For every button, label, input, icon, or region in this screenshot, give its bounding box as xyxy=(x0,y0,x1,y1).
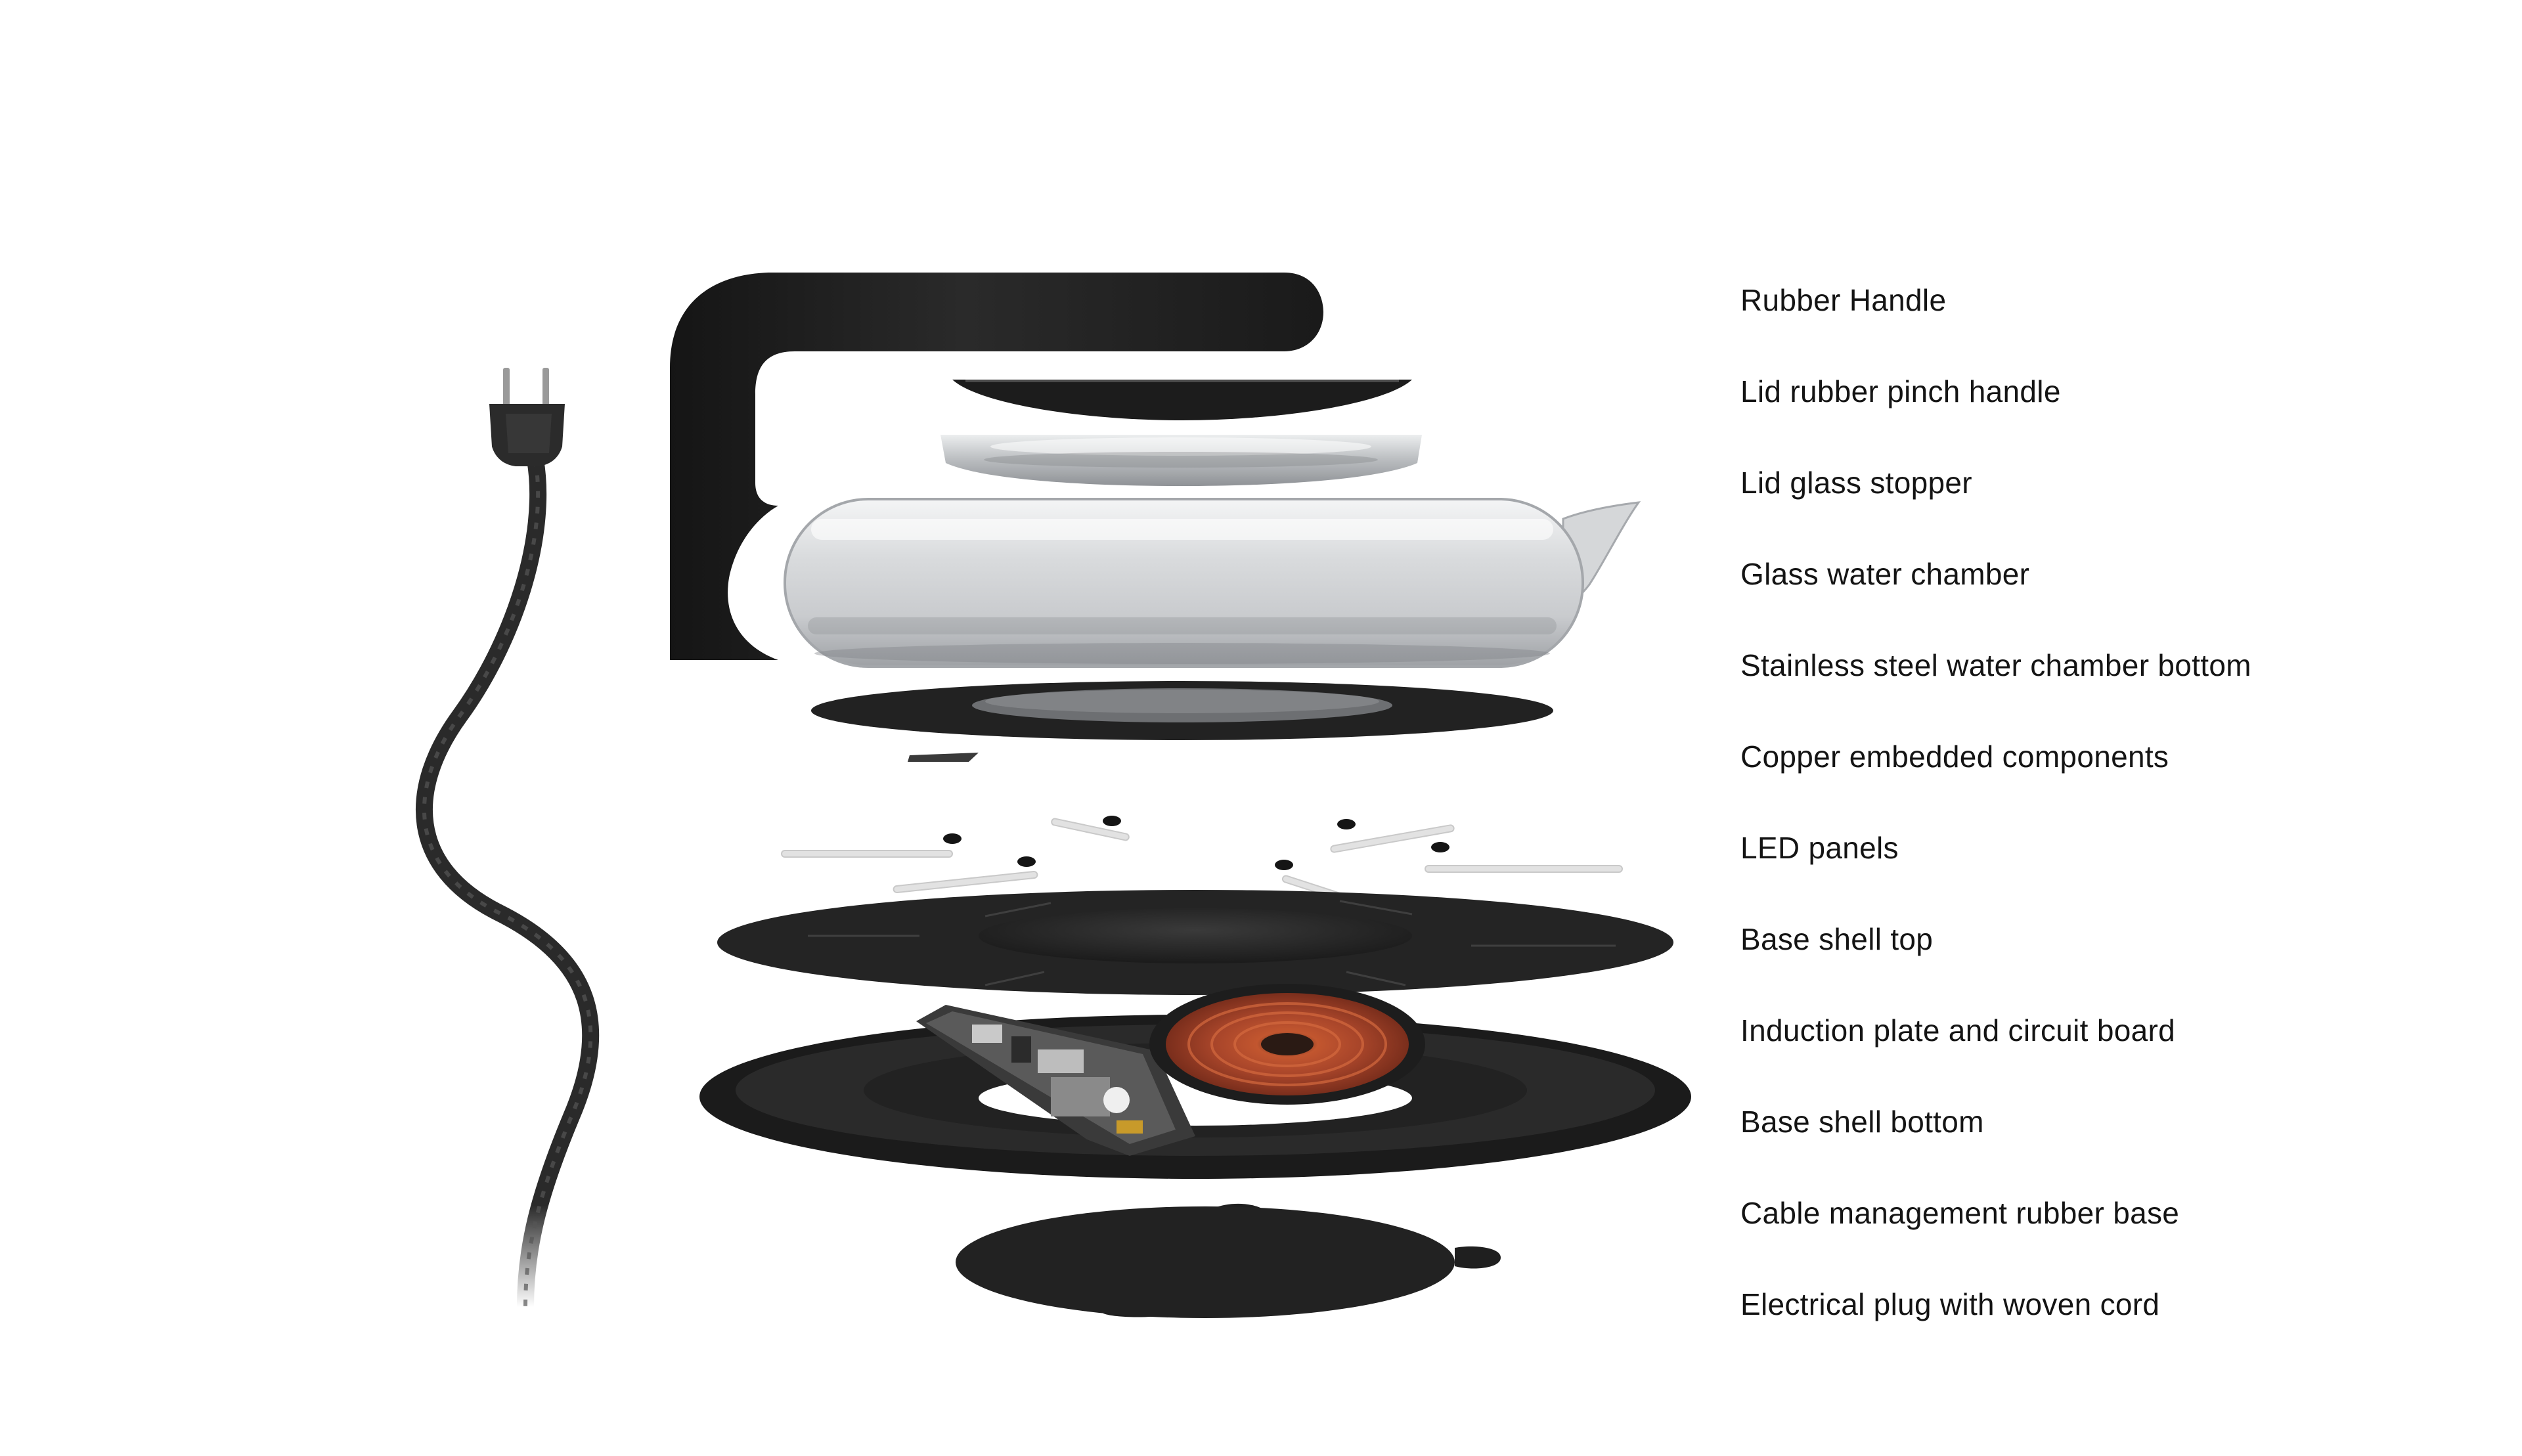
label-base-shell-top: Base shell top xyxy=(1740,922,1934,956)
rubber-handle xyxy=(670,273,1323,660)
label-glass-water-chamber: Glass water chamber xyxy=(1740,557,2030,591)
label-cable-management-rubber-base: Cable management rubber base xyxy=(1740,1196,2180,1230)
label-lid-rubber-pinch-handle: Lid rubber pinch handle xyxy=(1740,374,2061,408)
label-base-shell-bottom: Base shell bottom xyxy=(1740,1105,1984,1139)
copper-embedded-components xyxy=(908,753,979,762)
lid-rubber-pinch-handle xyxy=(952,380,1412,420)
base-shell-top xyxy=(717,890,1673,995)
stainless-steel-water-chamber-bottom xyxy=(811,681,1553,740)
label-rubber-handle: Rubber Handle xyxy=(1740,283,1947,317)
lid-glass-stopper xyxy=(940,435,1422,486)
cable-management-rubber-base xyxy=(956,1203,1501,1318)
label-copper-embedded-components: Copper embedded components xyxy=(1740,739,2169,774)
glass-water-chamber xyxy=(784,498,1641,668)
label-electrical-plug-with-woven-cord: Electrical plug with woven cord xyxy=(1740,1287,2160,1321)
induction-plate-and-circuit-board xyxy=(916,984,1425,1156)
label-lid-glass-stopper: Lid glass stopper xyxy=(1740,466,1972,500)
plug-and-cord xyxy=(415,368,600,1315)
label-led-panels: LED panels xyxy=(1740,831,1899,865)
label-induction-plate-and-circuit-board: Induction plate and circuit board xyxy=(1740,1013,2175,1048)
label-stainless-steel-water-chamber-bottom: Stainless steel water chamber bottom xyxy=(1740,648,2251,682)
